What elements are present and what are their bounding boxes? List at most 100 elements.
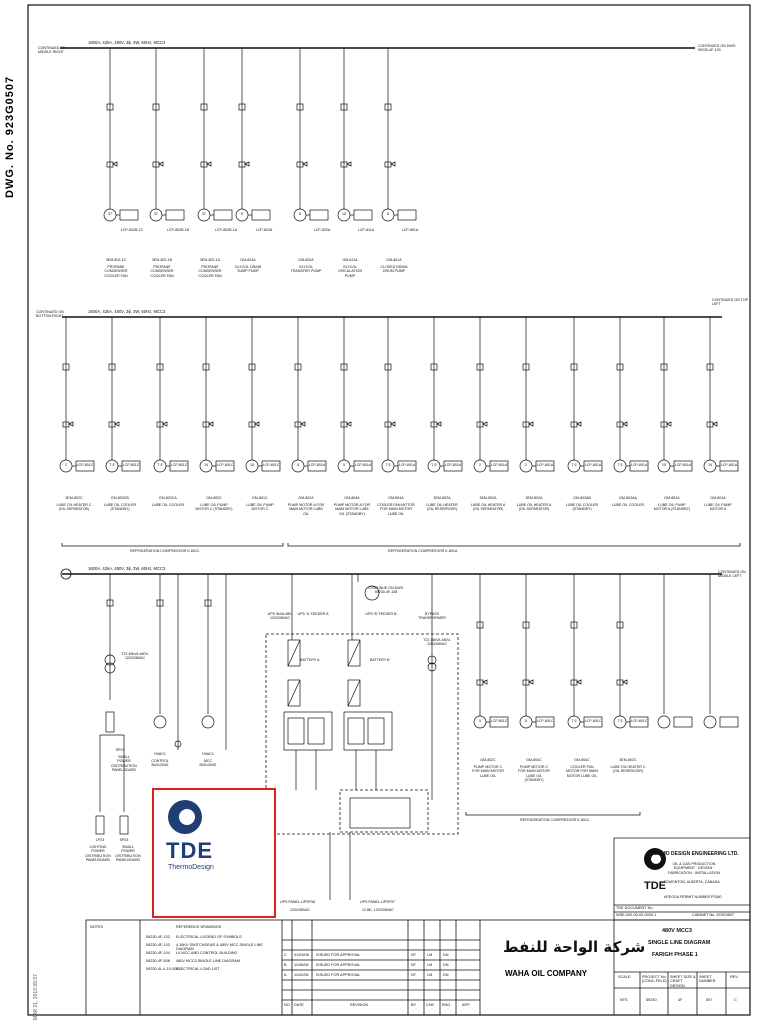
tde-logo-icon [168,800,202,834]
tde-company-logo-text: TDE [644,880,666,892]
contactor-icon [202,421,210,428]
rev-col-chk: CHK [426,1003,435,1007]
bus2-motor-hp: 7.5 [385,463,391,467]
bus2-control-panel: LCP-801C [262,463,280,467]
bus3-motor-hp: 5 [479,719,481,723]
overload-icon [528,679,534,685]
overload-icon [436,421,442,427]
bus2-feeder-tag: EM-803CB [111,496,129,500]
sheet-number-header: SHEET NUMBER [699,975,716,984]
inverter-diagonal [347,679,361,707]
bus3-feeder-tag: GM-802C [480,758,496,762]
bus2-feeder-tag: EM-803CA [159,496,177,500]
drawing-title-1: 480V MCC3 [662,928,692,934]
bus2-feeder-tag: GM-803AB [573,496,591,500]
distribution-panel-icon [105,711,115,733]
aux-icon [174,740,182,748]
revision-date: 01/09/08 [294,953,309,957]
reference-drawing-title: ELECTRICAL LEGEND OF SYMBOLS [176,935,242,939]
breaker-icon [202,363,210,371]
contactor-icon [384,161,392,168]
ups-a-switch-b [307,717,325,745]
contactor-icon [476,421,484,428]
bus2-control-panel: LCP-801A [630,463,648,467]
bus1-control-panel: LCP-851A [401,228,419,232]
cont-marker-icon [364,585,380,601]
breaker-icon [522,621,530,629]
apega-permit: APEGGA PERMIT NUMBER P3360 [664,895,722,899]
ups-rating: UPS 5kVA 480-120/208VAC [267,612,293,621]
bus2-feeder-desc: LUBE OIL HEATER A (OIL SEPARATOR) [516,503,552,512]
tde-logo-sub: ThermoDesign [168,864,214,871]
bus1-feeder-tag: GM-820A [298,258,314,262]
contactor-icon [522,421,530,428]
bus3-control-panel: LCP-801C [536,719,554,723]
overload-icon [482,421,488,427]
bus2-feeder-tag: 3EM-802A [525,496,543,500]
breaker-icon [340,103,348,111]
rev-col-by: BY [411,1003,417,1007]
bus2-control-panel: LCP-801A [354,463,372,467]
overload-icon [666,421,672,427]
bus2-feeder-desc: LUBE OIL HEATER (OIL RESERVOIR) [426,503,458,512]
bus2-motor-hp: 7.5 [617,463,623,467]
bus3-cont-right: CONTINUED ON MIDDLE LEFT [718,570,746,579]
bus2-feeder-tag: 3EM-802A [433,496,451,500]
bus3-motor-hp: 7.5 [571,719,577,723]
revision-rev: B [284,963,287,967]
company-city: EDMONTON, ALBERTA, CANADA [664,880,720,884]
rev-col-eng: ENG [442,1003,451,1007]
sheet-size-value: 4F [678,998,683,1002]
revision-by: NT [411,963,417,967]
bus1-feeder-desc: CLOSED DRAIN DRUM PUMP [380,265,408,274]
breaker-icon [108,363,116,371]
breaker-icon [200,103,208,111]
ups-panel-a-rating: 120/208VAC [290,908,311,912]
overload-icon [68,421,74,427]
bus2-cont-left: CONTINUED ON BOTTOM RIGHT [36,310,64,319]
revision-eng: DN [443,963,449,967]
bus1-feeder-tag: 3EM-802-1C [105,258,127,262]
bus2-feeder-tag: GM-804A [344,496,360,500]
control-panel-icon [719,716,739,728]
overload-icon [254,421,260,427]
bus1-cont-right: CONTINUED ON DWG 59230-4F-100 [698,44,736,53]
group-bracket-801c-bottom [465,812,641,816]
breaker-icon [248,363,256,371]
overload-icon [390,161,396,167]
revision-chk: LM [427,973,433,977]
bus2-control-panel: LCP-801A [308,463,326,467]
sp23-tag: SP23 [115,748,125,752]
transformer-winding-icon [104,662,116,674]
bus3-source-marker [60,568,72,580]
group-bracket-801a [287,543,741,547]
bus2-motor-hp: 7.5 [431,463,437,467]
battery-a-label: BATTERY A [300,658,320,662]
breaker-icon [476,621,484,629]
overload-icon [622,679,628,685]
bus2-control-panel: LCP-801A [720,463,738,467]
breaker-icon [384,103,392,111]
bus2-control-panel: LCP-801C [122,463,140,467]
bus1-cont-left: CONTINUED ON MIDDLE RIGHT [38,46,66,55]
overload-icon [206,161,212,167]
revision-by: NT [411,953,417,957]
contactor-icon [570,421,578,428]
ups-b-charger-icon [347,639,361,667]
contactor-icon [616,679,624,686]
contactor-icon [156,421,164,428]
drawing-title-3: FARIGH PHASE 1 [652,952,698,958]
overload-icon [622,421,628,427]
breaker-icon [156,363,164,371]
tde-doc-number: WSE-000-00-00-0000-1 [616,913,657,917]
ups-distribution-icon [349,797,411,829]
bus2-motor-hp: 2 [525,463,527,467]
bus1-motor-hp: 37 [154,212,158,216]
contactor-icon [660,421,668,428]
contactor-icon [108,421,116,428]
bus1-control-panel: LCP-802B-1A [214,228,238,232]
overload-icon [300,421,306,427]
bus3-feeder-tag: 3EM-802C [619,758,637,762]
drawing-number-vertical: DWG. No. 923G0507 [4,75,16,198]
revision-chk: LM [427,953,433,957]
